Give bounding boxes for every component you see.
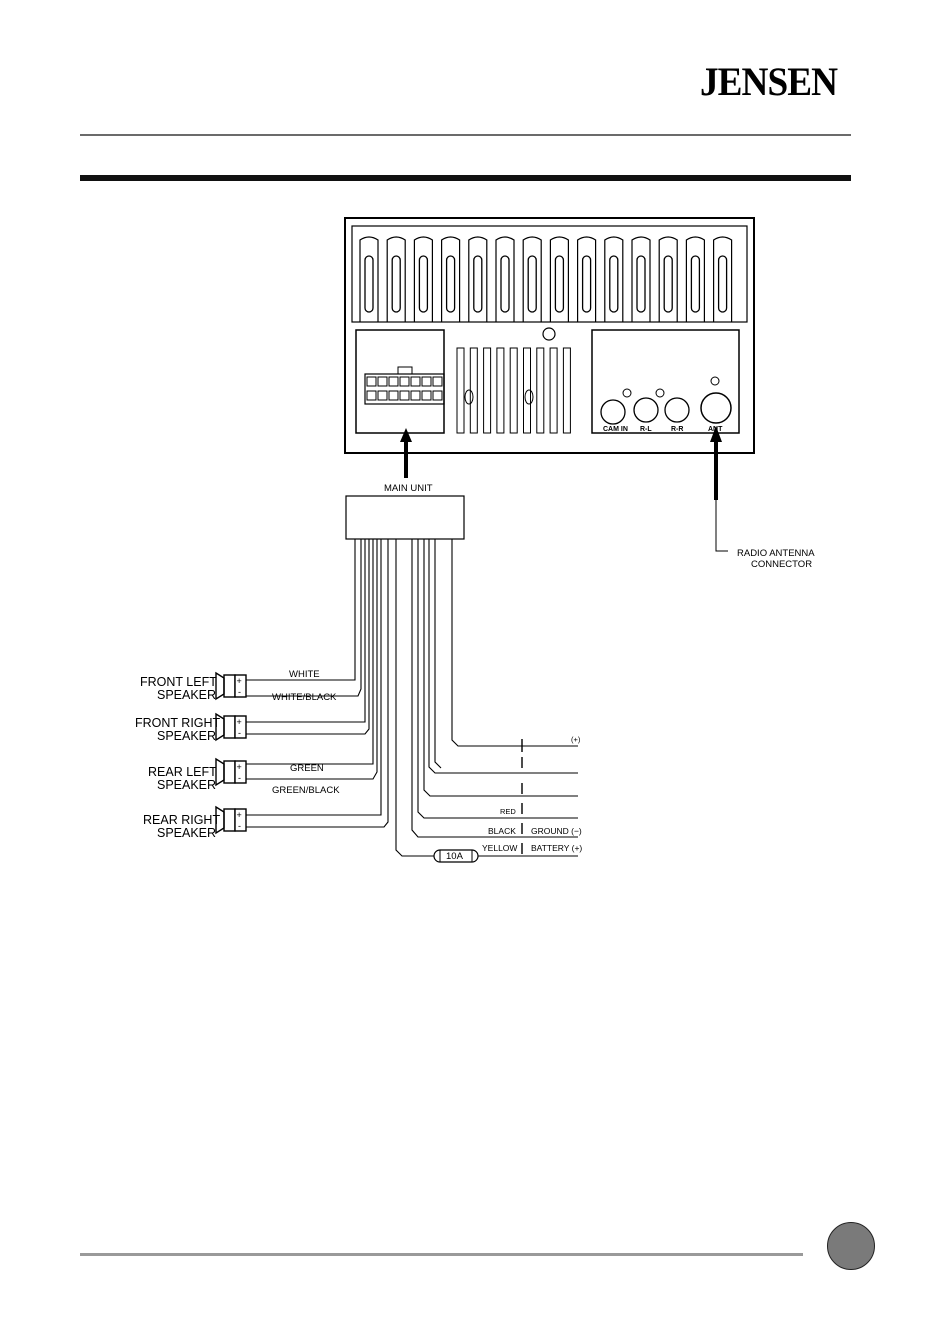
vent-slot <box>510 348 517 433</box>
speaker-label-front-right-2: SPEAKER <box>157 729 216 743</box>
heat-sink-fin <box>414 237 432 322</box>
iso-pin <box>411 377 420 386</box>
iso-pin <box>367 377 376 386</box>
polarity-plus: + <box>237 676 242 686</box>
harness-plug <box>346 496 464 539</box>
wire-label-green: GREEN <box>290 763 324 774</box>
footer-rule <box>80 1253 803 1256</box>
iso-pin <box>367 391 376 400</box>
polarity-plus: + <box>237 717 242 727</box>
iso-pin <box>411 391 420 400</box>
speaker-label-front-left-2: SPEAKER <box>157 688 216 702</box>
heat-sink-fin <box>659 237 677 322</box>
vent-slot <box>484 348 491 433</box>
wire-label-white-black: WHITE/BLACK <box>272 692 337 703</box>
iso-pin <box>422 391 431 400</box>
vent-slot <box>563 348 570 433</box>
antenna-arrow <box>710 426 728 551</box>
polarity-minus: - <box>238 728 241 738</box>
speakers: +-+-+-+- <box>216 673 246 833</box>
heat-sink-fin <box>442 237 460 322</box>
iso-pin <box>433 377 442 386</box>
polarity-minus: - <box>238 821 241 831</box>
heat-sink-fin <box>578 237 596 322</box>
heat-sink-fin <box>496 237 514 322</box>
speaker-label-front-left-1: FRONT LEFT <box>140 675 217 689</box>
speaker-label-rear-right-2: SPEAKER <box>157 826 216 840</box>
wire-label-battery: BATTERY (+) <box>531 843 582 853</box>
iso-pin <box>400 391 409 400</box>
vent-slot <box>457 348 464 433</box>
jack-label-r-l: R-L <box>640 426 652 433</box>
heat-sink-fin <box>632 237 650 322</box>
speaker-icon-rear-left: +- <box>216 759 246 785</box>
jack-label-cam-in: CAM IN <box>603 426 628 433</box>
main-unit-label: MAIN UNIT <box>384 483 433 494</box>
wire-label-black: BLACK <box>488 826 516 836</box>
rear-left-jack <box>634 398 658 422</box>
heat-sink-fin <box>387 237 405 322</box>
polarity-minus: - <box>238 773 241 783</box>
vent-slot <box>497 348 504 433</box>
iso-pin <box>433 391 442 400</box>
antenna-label-line1: RADIO ANTENNA <box>737 548 815 559</box>
speaker-label-rear-left-2: SPEAKER <box>157 778 216 792</box>
iso-pin <box>378 377 387 386</box>
wire-label-plus: (+) <box>571 735 581 744</box>
heat-sink-fin <box>686 237 704 322</box>
wire-label-green-black: GREEN/BLACK <box>272 785 340 796</box>
heat-sink-fin <box>550 237 568 322</box>
speaker-icon-front-right: +- <box>216 714 246 740</box>
iso-socket-pins <box>367 377 442 400</box>
antenna-jack <box>701 393 731 423</box>
heat-sink-fin <box>469 237 487 322</box>
wire-label-red: RED <box>500 807 516 816</box>
polarity-plus: + <box>237 810 242 820</box>
vent-slot <box>470 348 477 433</box>
cam-in-jack <box>601 400 625 424</box>
heat-sink-fin <box>360 237 378 322</box>
polarity-minus: - <box>238 687 241 697</box>
vent-slots <box>457 348 570 433</box>
iso-pin <box>422 377 431 386</box>
heat-sink-fins <box>360 237 732 322</box>
iso-pin <box>400 377 409 386</box>
wire-label-yellow: YELLOW <box>482 843 517 853</box>
vent-slot <box>537 348 544 433</box>
antenna-label-line2: CONNECTOR <box>751 559 812 570</box>
vent-slot <box>550 348 557 433</box>
heat-sink-fin <box>605 237 623 322</box>
speaker-label-rear-left-1: REAR LEFT <box>148 765 217 779</box>
iso-pin <box>378 391 387 400</box>
fuse-label: 10A <box>446 851 464 862</box>
speaker-label-rear-right-1: REAR RIGHT <box>143 813 220 827</box>
polarity-plus: + <box>237 762 242 772</box>
rear-right-jack <box>665 398 689 422</box>
iso-pin <box>389 391 398 400</box>
head-unit-rear-panel <box>345 218 754 453</box>
jack-panel <box>592 330 739 433</box>
iso-pin <box>389 377 398 386</box>
wire-label-white: WHITE <box>289 669 320 680</box>
heat-sink-fin <box>714 237 732 322</box>
speaker-icon-rear-right: +- <box>216 807 246 833</box>
wire-label-ground: GROUND (−) <box>531 826 582 836</box>
speaker-icon-front-left: +- <box>216 673 246 699</box>
page-number-dot <box>827 1222 875 1270</box>
heat-sink-fin <box>523 237 541 322</box>
jack-label-r-r: R-R <box>671 426 683 433</box>
speaker-label-front-right-1: FRONT RIGHT <box>135 716 221 730</box>
